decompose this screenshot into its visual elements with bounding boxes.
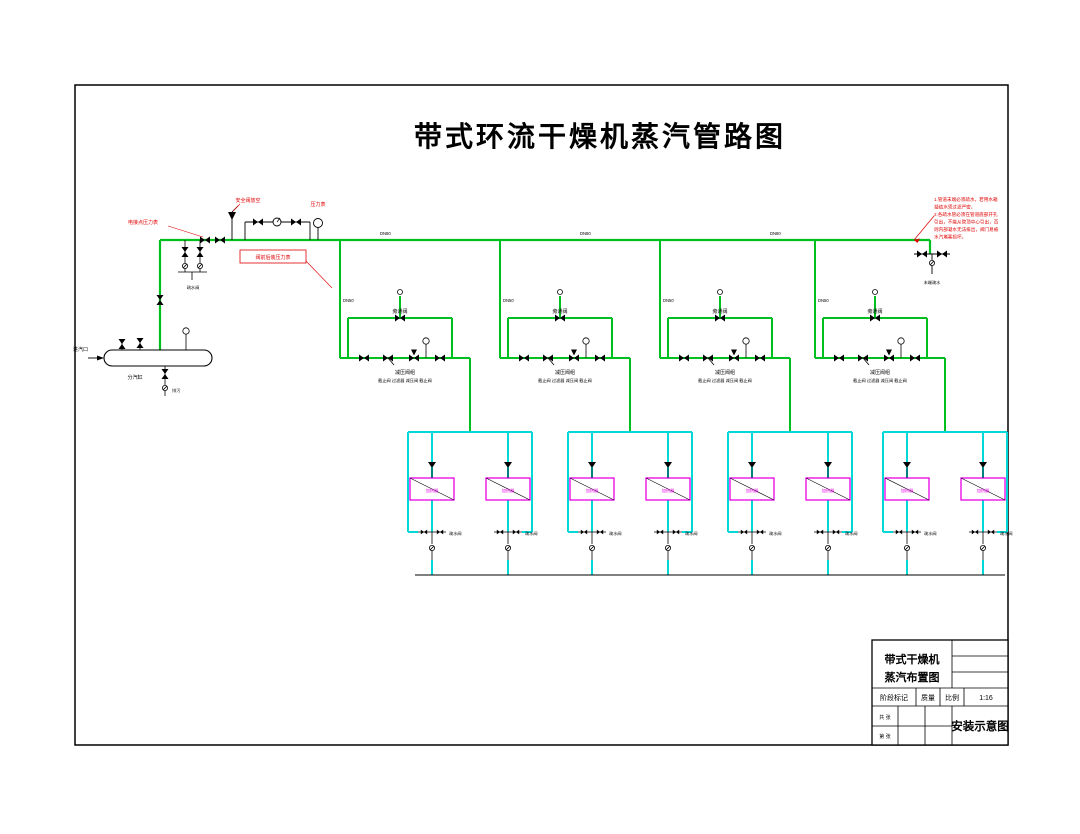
safety-valve-icon [228,212,236,220]
sheet-number-label: 第 张 [879,733,890,740]
inlet-arrow-icon [97,355,104,361]
end-drain-assembly: 末端疏水 [914,240,950,286]
note-line: 2.各疏水管必须在管道底部开孔 [934,211,998,218]
cluster-trap-label: 疏水阀 [187,284,200,291]
note-line: 引出，不能从管顶中心引出，否 [934,219,999,226]
title-block: 带式干燥机 蒸汽布置图 阶段标记 质量 比例 1:16 共 张 第 张 安装示意… [871,639,1009,746]
project-name-line1: 带式干燥机 [885,652,940,666]
note-arrow-icon [914,238,920,243]
pipe-size-label: DN80 [380,231,391,236]
mass-label: 质量 [921,693,935,702]
pipe-size-label: DN80 [580,231,591,236]
scale-value: 1:16 [979,695,993,702]
note-line: 则内部凝水无法排出，阀门易被 [934,226,999,233]
page-title: 带式环流干燥机蒸汽管路图 [414,120,786,153]
pipe-size-label: DN80 [770,231,781,236]
end-trap-label: 末端疏水 [924,279,942,286]
project-name-line2: 蒸汽布置图 [885,670,940,684]
inlet-label: 进汽口 [73,346,88,353]
red-pressure-label: 压力表 [310,201,325,208]
red-safety-label: 安全阀放空 [235,197,260,204]
pressure-gauge-icon [313,218,323,228]
red-gauge-label: 电接点压力表 [128,219,158,226]
sheet-count-label: 共 张 [879,714,890,721]
red-box-label: 阀前后装压力表 [255,254,290,261]
drawing-border [74,84,1009,746]
note-line: 1.管道末端必须疏水，若用水箱 [934,196,998,203]
scale-label: 比例 [945,693,959,702]
steam-header-vessel: 进汽口 分汽缸 排污 [73,295,213,396]
stage-label: 阶段标记 [880,693,908,702]
red-note-box [239,249,307,264]
note-line: 水汽堵塞损坏。 [934,234,966,241]
vessel-label: 分汽缸 [127,374,142,381]
drawing-name: 安装示意图 [951,719,1009,733]
notes-block: 1.管道末端必须疏水，若用水箱 凝结水须过滤严密。 2.各疏水管必须在管道底部开… [913,196,999,243]
drain-label: 排污 [172,387,180,394]
red-annotations: 电接点压力表 安全阀放空 压力表 阀前后装压力表 [128,197,333,289]
note-line: 凝结水须过滤严密。 [934,204,975,211]
